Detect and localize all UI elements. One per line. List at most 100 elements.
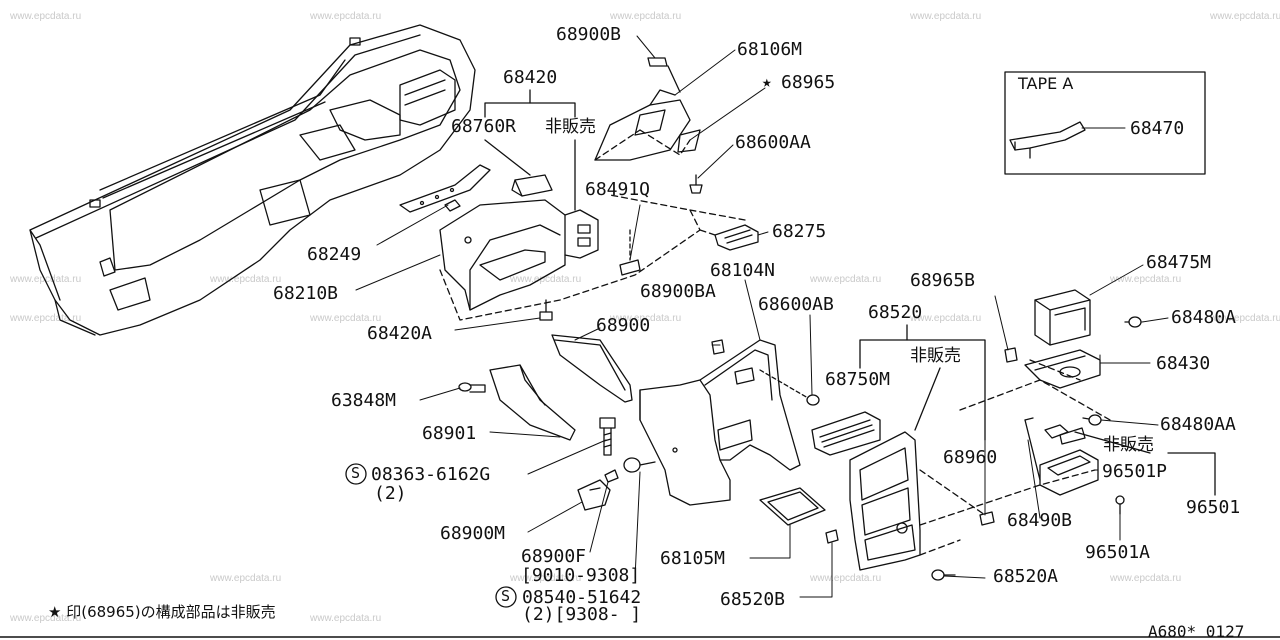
label-68900BA: 68900BA [640, 281, 716, 302]
watermark: www.epcdata.ru [610, 11, 682, 22]
group-68520-leader [859, 324, 986, 441]
watermark: www.epcdata.ru [310, 11, 382, 22]
label-63848M: 63848M [331, 390, 397, 411]
label-68491Q: 68491Q [585, 179, 651, 200]
part-08363-bolt [599, 417, 616, 456]
part-63848M-pin [458, 382, 486, 393]
label-68520B: 68520B [720, 589, 786, 610]
label-68275: 68275 [772, 221, 827, 242]
part-68105M-tray [759, 487, 826, 526]
watermark: www.epcdata.ru [910, 11, 982, 22]
label-68105M: 68105M [660, 548, 726, 569]
label-68104N: 68104N [710, 260, 776, 281]
part-68600AB-screw [759, 369, 820, 406]
label-tape-a: TAPE A [1018, 74, 1074, 93]
part-68960-clip [979, 511, 995, 526]
watermark: www.epcdata.ru [10, 274, 82, 285]
label-96501A: 96501A [1085, 542, 1151, 563]
label-68520: 68520 [868, 302, 923, 323]
label-96501: 96501 [1186, 497, 1241, 518]
label-68965B: 68965B [910, 270, 976, 291]
part-68520B-clip [825, 529, 839, 544]
part-96501A-screw [1115, 495, 1125, 515]
part-68249-strip [399, 164, 491, 213]
label-68750M: 68750M [825, 369, 891, 390]
watermark: www.epcdata.ru [1210, 313, 1280, 324]
part-96501P-pocket [1039, 424, 1099, 496]
watermark: www.epcdata.ru [10, 613, 82, 624]
watermark: www.epcdata.ru [210, 274, 282, 285]
part-68900B-clip [647, 57, 681, 93]
part-68420A-screw [539, 299, 553, 321]
watermark: www.epcdata.ru [10, 11, 82, 22]
s-symbol-letter: S [501, 587, 511, 605]
watermark: www.epcdata.ru [310, 613, 382, 624]
part-68900F-clip [604, 469, 619, 483]
watermark: www.epcdata.ru [810, 274, 882, 285]
label-68900F: 68900F [521, 546, 587, 567]
watermark: www.epcdata.ru [210, 573, 282, 584]
watermark: www.epcdata.ru [510, 274, 582, 285]
label-68475M: 68475M [1146, 252, 1212, 273]
part-68901-panel [489, 364, 576, 441]
label-non-sale-2: 非販売 [910, 346, 961, 366]
label-68760R: 68760R [451, 116, 517, 137]
dashboard-panel [29, 24, 476, 336]
part-68480A-screw [1124, 316, 1142, 328]
part-68490B-strip [1024, 417, 1041, 481]
part-68104N-console-side [639, 339, 801, 506]
assembly-68420-outline [439, 129, 746, 321]
watermark: www.epcdata.ru [1210, 11, 1280, 22]
label-68420A: 68420A [367, 323, 433, 344]
diagram-code: A680* 0127 [1148, 622, 1245, 640]
label-08363-6162G: 08363-6162G [371, 464, 491, 485]
watermark: www.epcdata.ru [1110, 573, 1182, 584]
label-68106M: 68106M [737, 39, 803, 60]
part-68430-bracket [1024, 349, 1101, 389]
label-68210B: 68210B [273, 283, 339, 304]
watermark: www.epcdata.ru [510, 573, 582, 584]
s-symbol-circle [495, 586, 517, 608]
label-68430: 68430 [1156, 353, 1211, 374]
part-68210B-cluster-lid [439, 199, 599, 311]
label-68965: 68965 [781, 72, 836, 93]
label-range-9010-9308: [9010-9308] [521, 565, 641, 586]
label-68900: 68900 [596, 315, 651, 336]
part-68750M-vent [811, 411, 881, 456]
label-08540-51642: 08540-51642 [522, 587, 642, 608]
watermark: www.epcdata.ru [910, 313, 982, 324]
label-68480A: 68480A [1171, 307, 1237, 328]
s-symbol-letter: S [351, 464, 361, 482]
watermark: www.epcdata.ru [610, 313, 682, 324]
part-68760R-vent [511, 174, 553, 197]
group-96501-leader [1074, 431, 1216, 496]
label-68249: 68249 [307, 244, 362, 265]
label-68480AA: 68480AA [1160, 414, 1236, 435]
part-68480AA-screw [1082, 414, 1102, 426]
leader-lines [355, 35, 1169, 598]
tape-a-frame [1004, 71, 1206, 175]
watermark: www.epcdata.ru [810, 573, 882, 584]
s-symbol-circle [345, 463, 367, 485]
star-marker: ★ [762, 72, 772, 91]
label-68901: 68901 [422, 423, 477, 444]
part-68520-center-bezel [849, 431, 921, 571]
part-68900BA-clip [711, 339, 725, 355]
part-68520A-screw [931, 569, 956, 581]
part-68491Q-switch [619, 229, 641, 276]
label-68900M: 68900M [440, 523, 506, 544]
label-08540-qty-range: (2)[9308- ] [522, 604, 642, 625]
footnote-non-sale: ★ 印(68965)の構成部品は非販売 [48, 603, 276, 621]
part-68106M-bracket [594, 89, 701, 161]
group-68420-leader [484, 89, 576, 211]
label-68470: 68470 [1130, 118, 1185, 139]
label-68900B: 68900B [556, 24, 622, 45]
label-68600AA: 68600AA [735, 132, 811, 153]
label-non-sale-3: 非販売 [1103, 435, 1154, 455]
part-68275-vent [714, 224, 759, 251]
part-68475M-box [1034, 289, 1091, 346]
part-68900-lower-panel [551, 334, 633, 403]
part-08540-knob [623, 457, 656, 473]
